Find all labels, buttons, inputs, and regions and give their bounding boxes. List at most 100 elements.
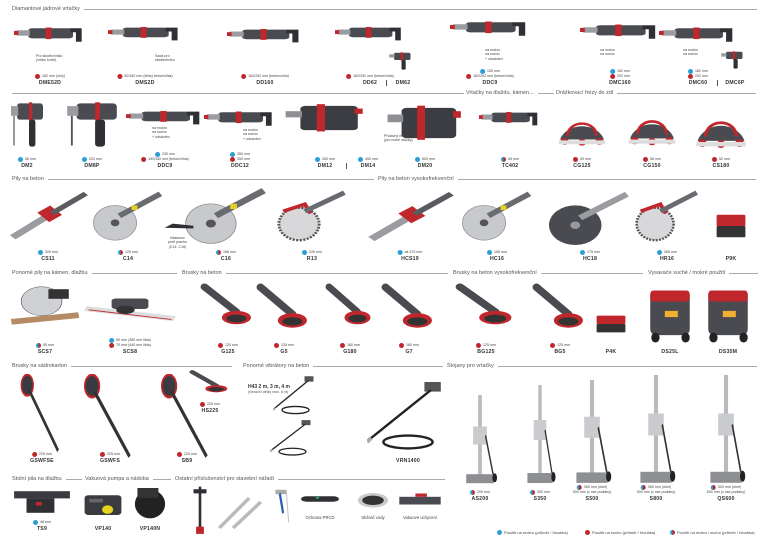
cg125-product-image[interactable] (553, 102, 611, 150)
product-model[interactable]: P9K (725, 256, 737, 262)
product-model[interactable]: DS25L (661, 349, 679, 355)
product-model[interactable]: QS600 (717, 496, 735, 502)
product-model[interactable]: CG150 (643, 163, 661, 169)
hc16-product-image[interactable] (461, 188, 533, 246)
c14-product-image[interactable] (92, 188, 164, 246)
vrn1400-product-image[interactable] (367, 378, 449, 458)
cs180-product-image[interactable] (690, 98, 752, 153)
s350-product-image[interactable] (519, 385, 561, 485)
ds25l-product-image[interactable] (644, 283, 696, 345)
scs8-product-image[interactable] (84, 288, 176, 330)
product-model[interactable]: VP140 (94, 526, 112, 532)
product-model[interactable]: CG125 (573, 163, 591, 169)
hcs19-product-image[interactable] (364, 188, 456, 246)
vp140-product-image[interactable] (80, 488, 126, 524)
ddc9-product-image[interactable] (126, 102, 204, 134)
dmc6p-product-image[interactable] (720, 47, 750, 71)
product-model[interactable]: DD62 (362, 80, 378, 86)
s800-product-image[interactable] (630, 375, 682, 485)
product-model[interactable]: AS200 (471, 496, 489, 502)
accessory-collector-image[interactable] (355, 486, 391, 512)
hs225-product-image[interactable] (189, 370, 231, 396)
product-model[interactable]: DD160 (256, 80, 274, 86)
product-model[interactable]: TC402 (501, 163, 519, 169)
dm2-product-image[interactable] (7, 98, 47, 152)
g5-product-image[interactable] (256, 283, 312, 335)
accessory-rails-image[interactable] (217, 490, 263, 530)
accessory-clamp-image[interactable] (271, 488, 293, 524)
product-model[interactable]: SCS8 (122, 349, 138, 355)
sb9-product-image[interactable] (159, 374, 215, 460)
product-model[interactable]: DMC60 (688, 80, 708, 86)
ddc12-product-image[interactable] (204, 102, 276, 136)
dmc60-product-image[interactable] (659, 18, 737, 52)
product-model[interactable]: DMS2D (135, 80, 155, 86)
product-model[interactable]: S350 (533, 496, 547, 502)
product-model[interactable]: G180 (343, 349, 357, 355)
ddc9-product-image[interactable] (450, 12, 530, 46)
product-model[interactable]: S500 (585, 496, 599, 502)
product-model[interactable]: S800 (649, 496, 663, 502)
dme52d-product-image[interactable] (14, 18, 86, 52)
accessory-prcd-image[interactable] (299, 490, 341, 508)
bg125-product-image[interactable] (455, 283, 517, 331)
product-model[interactable]: HR16 (659, 256, 675, 262)
dm12-product-image[interactable] (284, 98, 366, 142)
product-model[interactable]: SCS7 (37, 349, 53, 355)
product-model[interactable]: G7 (405, 349, 413, 355)
bg5-product-image[interactable] (532, 283, 588, 335)
cg150-product-image[interactable] (623, 98, 681, 150)
s500-product-image[interactable] (566, 380, 618, 485)
cs11-product-image[interactable] (6, 188, 90, 244)
product-model[interactable]: BG125 (477, 349, 495, 355)
vibrator-h43-image[interactable] (269, 418, 315, 460)
dm20-product-image[interactable] (386, 98, 464, 153)
product-model[interactable]: P4K (605, 349, 617, 355)
product-model[interactable]: HCS19 (401, 256, 419, 262)
dm62-product-image[interactable] (388, 48, 418, 72)
hc18-product-image[interactable] (549, 188, 631, 250)
as200-product-image[interactable] (457, 395, 503, 485)
product-model[interactable]: C14 (122, 256, 134, 262)
product-model[interactable]: DMC160 (609, 80, 631, 86)
product-model[interactable]: R13 (306, 256, 318, 262)
product-model[interactable]: DMC6P (725, 80, 745, 86)
product-model[interactable]: DDC9 (157, 163, 173, 169)
dmc160-product-image[interactable] (580, 15, 660, 49)
vibrator-h43-image[interactable] (272, 374, 318, 419)
dms2d-product-image[interactable] (108, 18, 182, 50)
product-model[interactable]: HC18 (582, 256, 598, 262)
product-model[interactable]: VP140N (139, 526, 161, 532)
product-model[interactable]: VRN1400 (396, 458, 420, 464)
product-model[interactable]: DM2 (21, 163, 33, 169)
product-model[interactable]: DM14 (360, 163, 376, 169)
product-model[interactable]: G5 (280, 349, 288, 355)
product-model[interactable]: HS225 (201, 408, 219, 414)
g180-product-image[interactable] (325, 283, 375, 331)
product-model[interactable]: SB9 (181, 458, 193, 464)
product-model[interactable]: DDC9 (482, 80, 498, 86)
dm8p-product-image[interactable] (61, 98, 123, 152)
p4k-product-image[interactable] (593, 312, 629, 336)
qs600-product-image[interactable] (700, 375, 752, 485)
p9k-product-image[interactable] (713, 210, 749, 242)
product-model[interactable]: C16 (220, 256, 232, 262)
accessory-post-image[interactable] (187, 484, 213, 536)
product-model[interactable]: TS9 (36, 526, 48, 532)
product-model[interactable]: GSWFS (99, 458, 121, 464)
ds35m-product-image[interactable] (702, 283, 754, 345)
product-model[interactable]: GSWFSE (30, 458, 54, 464)
vp140n-product-image[interactable] (129, 484, 171, 524)
product-model[interactable]: CS180 (712, 163, 730, 169)
product-model[interactable]: DME52D (38, 80, 62, 86)
product-model[interactable]: DM8P (84, 163, 100, 169)
gswfse-product-image[interactable] (19, 374, 65, 454)
product-model[interactable]: BG5 (554, 349, 566, 355)
product-model[interactable]: CS11 (41, 256, 55, 262)
product-model[interactable]: HC16 (489, 256, 505, 262)
gswfs-product-image[interactable] (82, 374, 138, 460)
product-model[interactable]: DM20 (417, 163, 433, 169)
c16-product-image[interactable] (184, 184, 268, 250)
product-model[interactable]: DDC12 (230, 163, 250, 169)
tc402-product-image[interactable] (479, 103, 541, 135)
